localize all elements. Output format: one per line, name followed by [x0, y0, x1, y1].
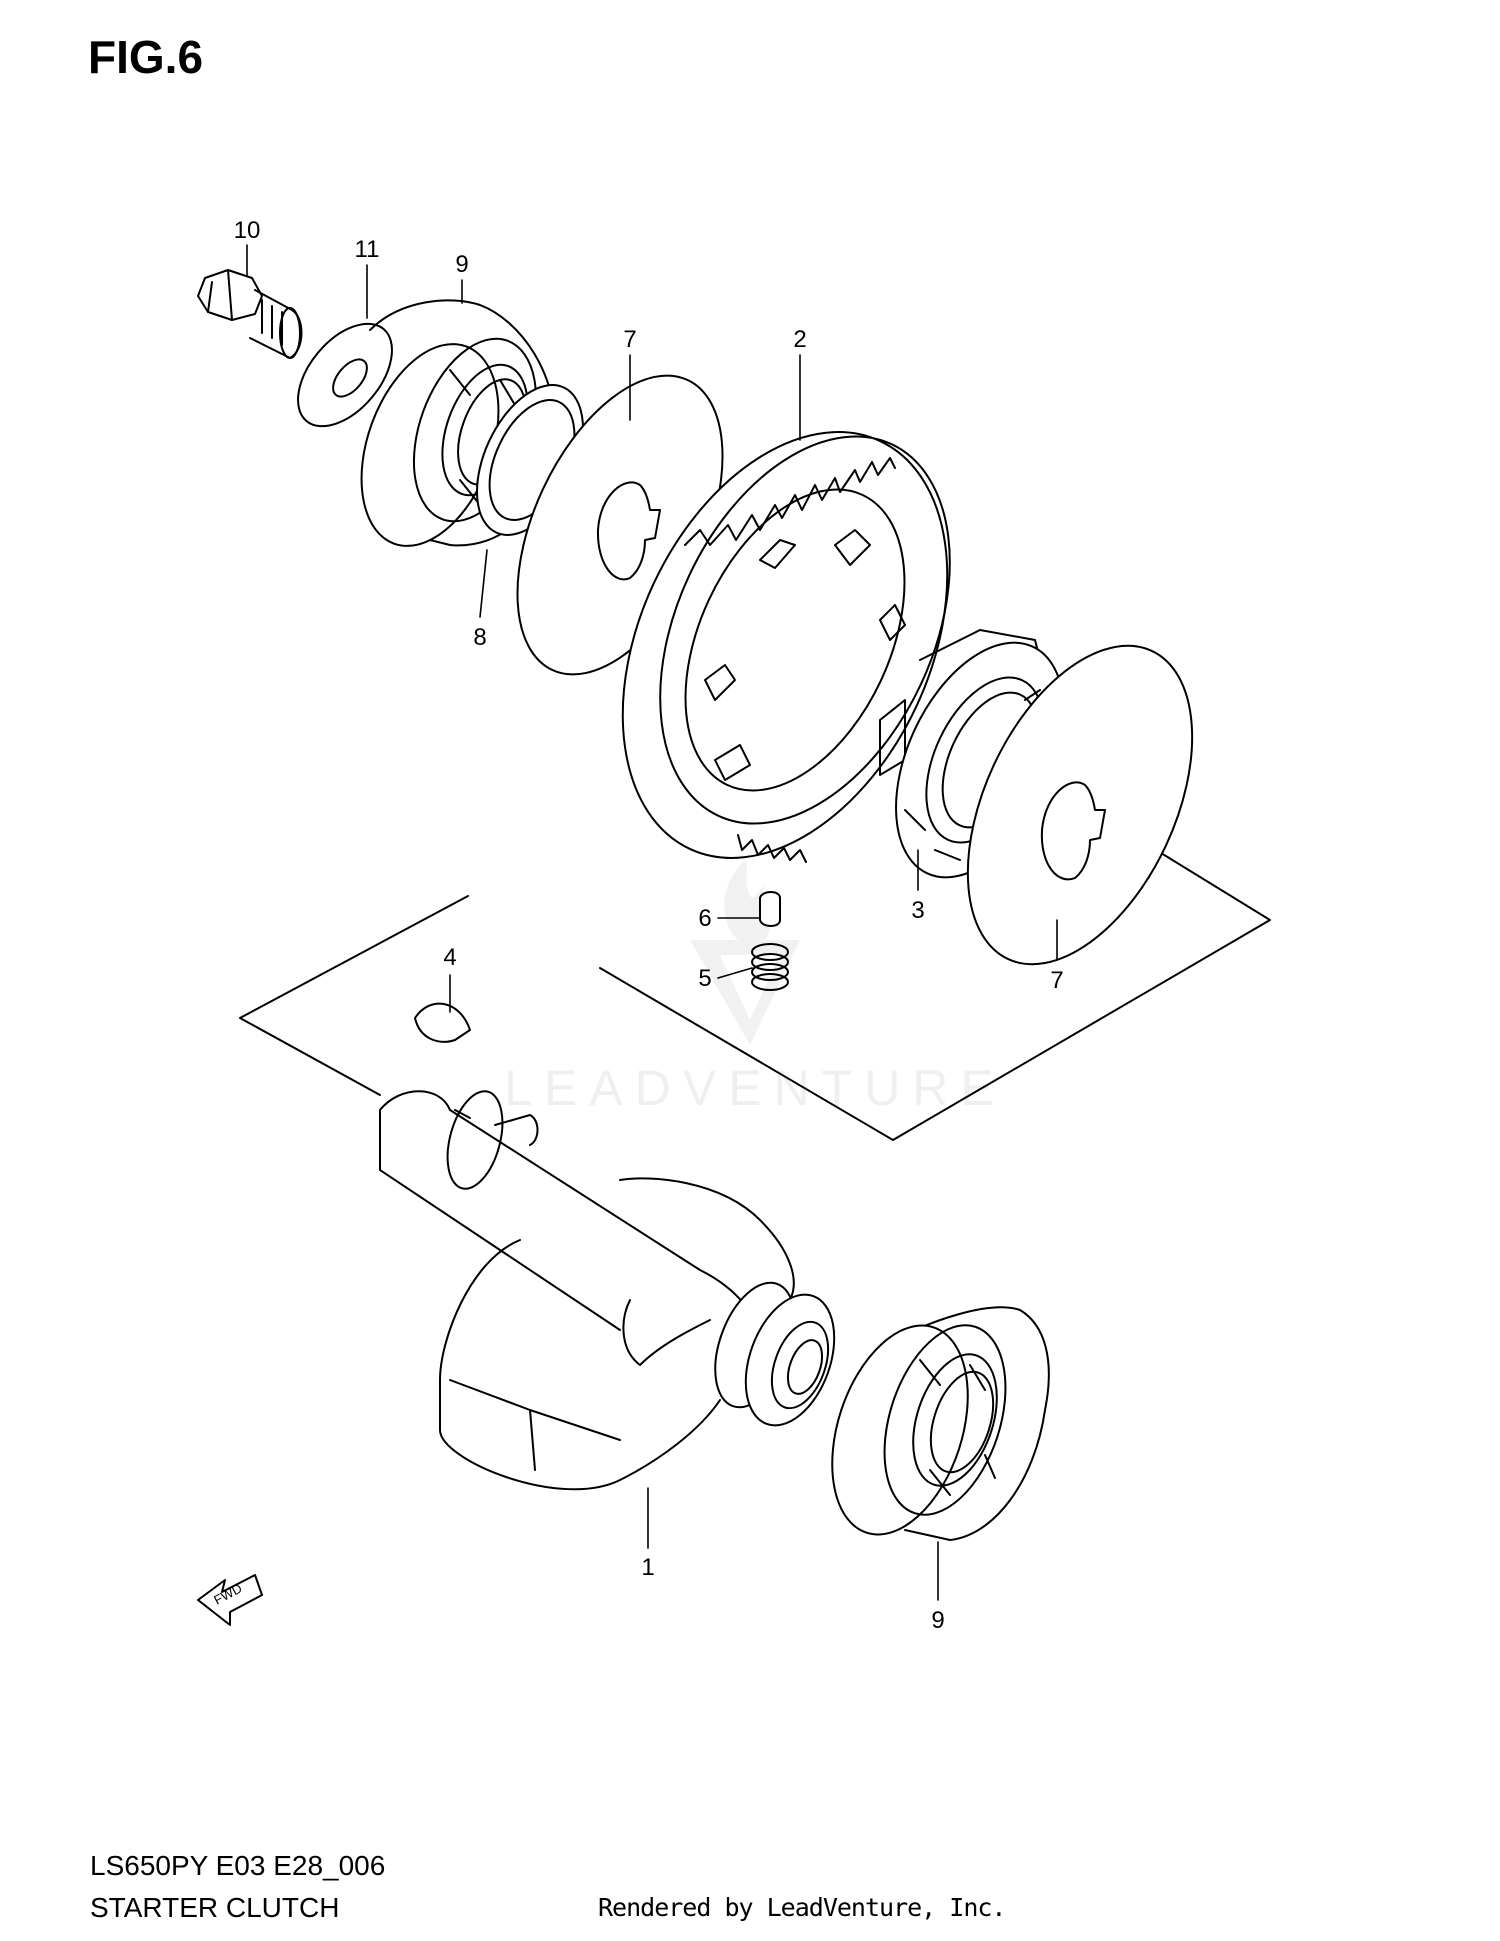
watermark-v-icon — [690, 940, 800, 1045]
callout-9-bottom: 9 — [931, 1607, 944, 1634]
callout-7-top: 7 — [623, 326, 636, 353]
rendered-by-credit: Rendered by LeadVenture, Inc. — [598, 1893, 1006, 1922]
part-5-spring — [751, 943, 789, 991]
callout-1: 1 — [641, 1554, 654, 1581]
part-10-bolt — [197, 269, 303, 359]
part-2-starter-gear — [621, 431, 951, 863]
callout-11: 11 — [355, 236, 380, 263]
callout-5: 5 — [698, 965, 711, 992]
part-9-bearing-bottom — [831, 1306, 1050, 1541]
watermark: LEADVENTURE — [504, 860, 1006, 1116]
section-name: STARTER CLUTCH — [90, 1892, 340, 1923]
callout-4: 4 — [443, 944, 456, 971]
fwd-arrow-icon — [197, 1574, 263, 1626]
part-4-key — [414, 1002, 471, 1043]
watermark-text: LEADVENTURE — [504, 1060, 1006, 1116]
callouts: 10 11 9 7 2 8 3 7 6 5 4 1 9 — [234, 217, 1064, 1634]
callout-3: 3 — [911, 897, 924, 924]
callout-6: 6 — [698, 905, 711, 932]
watermark-flame-icon — [724, 860, 770, 946]
part-6-pin — [759, 891, 781, 927]
callout-9-top: 9 — [455, 251, 468, 278]
callout-2: 2 — [793, 326, 806, 353]
model-code: LS650PY E03 E28_006 — [90, 1850, 386, 1881]
callout-7-right: 7 — [1050, 967, 1063, 994]
part-9-bearing-top — [360, 299, 557, 547]
leader-lines — [246, 244, 1058, 1601]
callout-8: 8 — [473, 624, 486, 651]
part-11-washer — [297, 322, 393, 428]
callout-10: 10 — [234, 217, 261, 244]
figure-title: FIG.6 — [88, 31, 204, 83]
assembly-boundary — [239, 844, 1271, 1141]
part-7-washer-right — [966, 644, 1194, 966]
part-1-crank — [379, 1090, 836, 1491]
